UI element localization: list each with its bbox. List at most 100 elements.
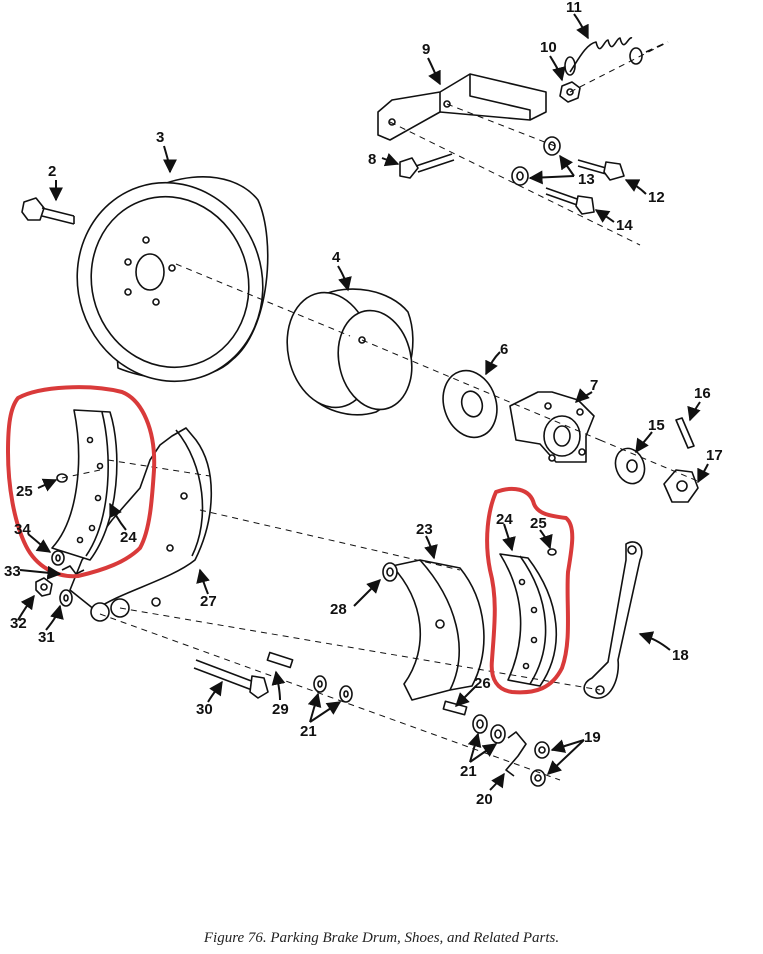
callout-33: 33 [4, 563, 21, 580]
callout-30: 30 [196, 701, 213, 718]
leader-21a [307, 692, 322, 723]
cotter-pin-part [675, 417, 695, 449]
callout-25-right: 25 [530, 515, 547, 532]
washer-part-15 [614, 447, 646, 485]
washer-part-28 [382, 562, 398, 582]
leader-19b [546, 739, 585, 775]
callout-17: 17 [706, 447, 723, 464]
leader-21c [467, 732, 482, 763]
bolt-part-12 [577, 159, 625, 181]
callout-21-right: 21 [460, 763, 477, 780]
leader-9 [427, 57, 441, 86]
callout-19: 19 [584, 729, 601, 746]
bolt-part-2 [21, 197, 75, 225]
callout-11: 11 [566, 0, 582, 16]
callout-13: 13 [578, 171, 595, 188]
leader-25b [539, 529, 553, 550]
leader-11 [573, 13, 589, 40]
leader-28 [353, 579, 381, 607]
spring-part [564, 37, 669, 76]
leader-30 [207, 680, 223, 703]
bracket-part [377, 73, 547, 141]
callout-2: 2 [48, 163, 56, 180]
callout-7: 7 [590, 377, 598, 394]
callout-8: 8 [368, 151, 376, 168]
callout-21-left: 21 [300, 723, 317, 740]
callout-18: 18 [672, 647, 689, 664]
washer-part-21c [472, 714, 488, 734]
callout-24-right: 24 [496, 511, 513, 528]
leader-27 [196, 568, 210, 595]
nut-part-32 [35, 577, 53, 597]
spring-part-33 [61, 565, 85, 575]
washer-part-19b [530, 769, 546, 787]
callout-27: 27 [200, 593, 217, 610]
rivet-part-25-right [547, 548, 557, 556]
leader-14 [594, 209, 615, 223]
washer-part-21d [490, 724, 506, 744]
lever-part [583, 541, 643, 699]
leader-4 [337, 265, 352, 292]
washer-part-21a [313, 675, 327, 693]
leader-19a [550, 739, 585, 753]
callout-4: 4 [332, 249, 341, 266]
flange-part [509, 391, 595, 463]
leader-23 [424, 535, 438, 560]
castle-nut-part [663, 469, 699, 503]
callout-6: 6 [500, 341, 508, 358]
leader-32 [17, 594, 35, 621]
pin-part-29 [266, 651, 294, 669]
leader-29 [271, 670, 286, 701]
highlight-right-shoe [485, 486, 575, 695]
callout-34: 34 [14, 521, 31, 538]
washer-part-21b [339, 685, 353, 703]
callout-32: 32 [10, 615, 27, 632]
pin-part-26 [442, 700, 468, 716]
leader-15 [635, 431, 653, 454]
callout-9: 9 [422, 41, 430, 58]
leader-25a [37, 478, 58, 492]
callout-16: 16 [694, 385, 711, 402]
brake-shoe-part [391, 559, 485, 701]
leader-16 [687, 401, 701, 422]
washer-part-13b [511, 166, 529, 186]
leader-17 [697, 463, 710, 484]
leader-24b [502, 523, 516, 552]
callout-20: 20 [476, 791, 493, 808]
figure-caption: Figure 76. Parking Brake Drum, Shoes, an… [203, 930, 560, 946]
seal-part [442, 369, 498, 439]
callout-24-left: 24 [120, 529, 137, 546]
callout-10: 10 [540, 39, 557, 56]
leader-20 [489, 772, 505, 791]
callout-25-left: 25 [16, 483, 33, 500]
leader-21d [469, 743, 498, 763]
leader-18 [638, 631, 671, 651]
leader-6 [485, 351, 501, 376]
bolt-part-30 [193, 659, 269, 699]
washer-part-19a [534, 741, 550, 759]
drum-part [76, 176, 269, 383]
washer-part-34 [51, 550, 65, 566]
leader-34 [27, 533, 52, 553]
washer-part-31 [59, 589, 73, 607]
leader-33 [19, 565, 62, 580]
hub-part [286, 288, 414, 416]
leader-3 [162, 145, 177, 174]
callout-15: 15 [648, 417, 665, 434]
leader-10 [549, 55, 566, 82]
leader-13a [559, 154, 575, 177]
leader-26 [455, 685, 477, 707]
callout-31: 31 [38, 629, 55, 646]
callout-23: 23 [416, 521, 433, 538]
shoe-lining-left-part [51, 409, 118, 561]
callout-28: 28 [330, 601, 347, 618]
callout-29: 29 [272, 701, 289, 718]
leader-13b [528, 170, 575, 185]
callout-3: 3 [156, 129, 164, 146]
leader-24a [109, 502, 127, 531]
bolt-part-8 [399, 153, 455, 179]
leader-21b [309, 701, 342, 723]
washer-part-13a [543, 136, 561, 156]
bolt-part-14 [545, 187, 595, 215]
